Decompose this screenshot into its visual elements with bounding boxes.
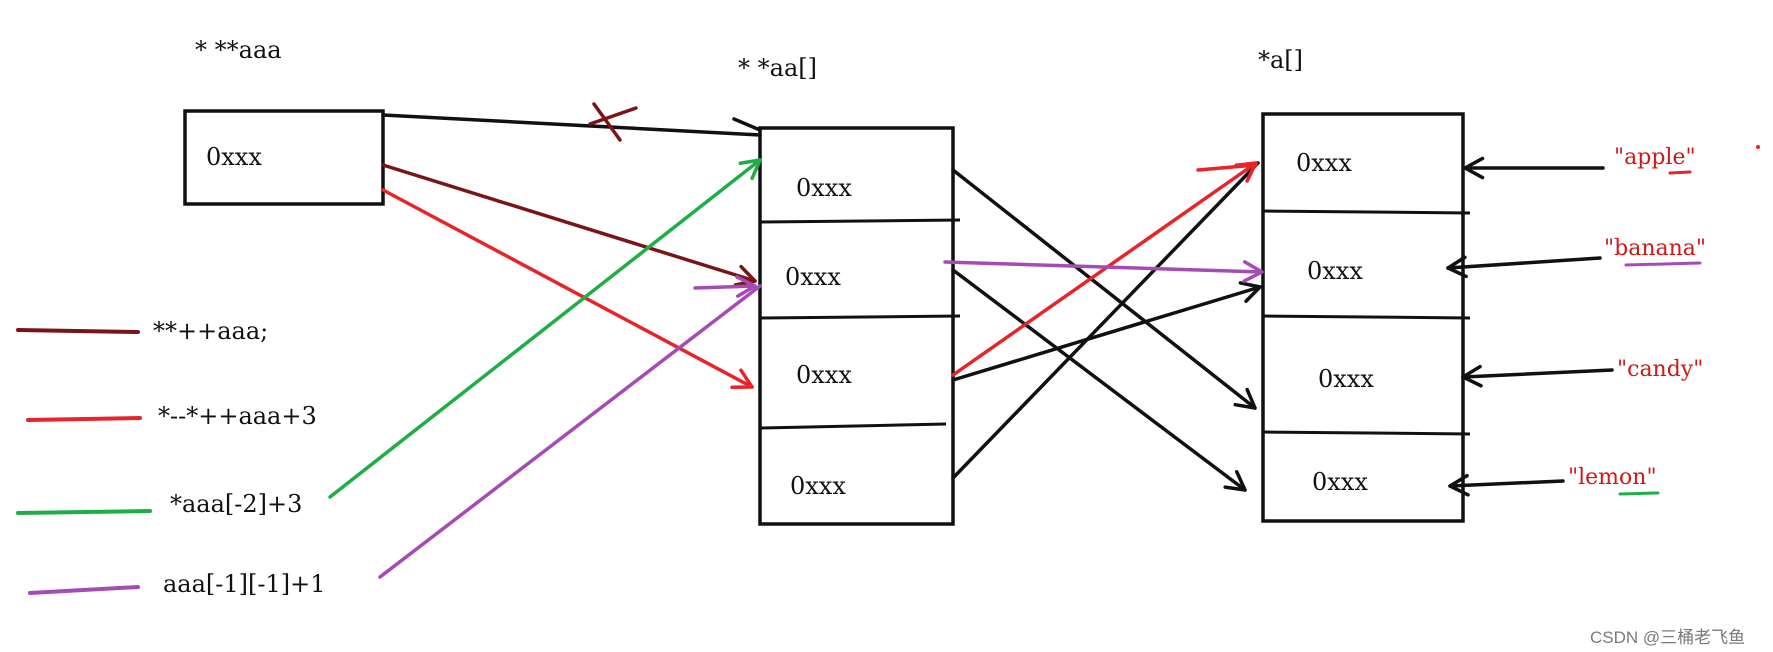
edge-purple-tick: [693, 284, 757, 290]
aa-divider-1: [759, 218, 961, 224]
edge-lemon-to-a3-arrowhead: [1448, 473, 1470, 497]
title-a: *a[]: [1258, 46, 1303, 74]
legend-label-1: *--*++aaa+3: [158, 402, 317, 430]
aa-divider-2: [759, 314, 961, 320]
string-lemon: "lemon": [1568, 465, 1657, 490]
edge-aa0-to-a2-arrowhead: [1233, 387, 1257, 410]
a-cell-0: 0xxx: [1296, 149, 1352, 177]
aaa-cell-value: 0xxx: [206, 143, 262, 171]
legend-label-2: *aaa[-2]+3: [170, 490, 302, 518]
edge-aa1-to-a3: [951, 268, 1247, 492]
edge-aa3-to-a0: [951, 161, 1260, 480]
watermark: CSDN @三桶老飞鱼: [1590, 628, 1745, 647]
edge-aa2-to-a1-arrowhead: [1238, 281, 1262, 304]
edge-candy-to-a2-arrowhead: [1461, 364, 1483, 388]
mark-lemon: [1618, 491, 1660, 496]
edge-green-to-aa0: [328, 158, 762, 499]
aa-divider-3: [759, 422, 947, 430]
a-cell-2: 0xxx: [1318, 365, 1374, 393]
edge-purple-tick-arrowhead: [735, 275, 757, 298]
aa-cell-2: 0xxx: [796, 361, 852, 389]
edge-aaa-to-aa0: [381, 113, 762, 137]
mark-apple: [1668, 170, 1692, 175]
edge-aa0-to-a2: [951, 168, 1257, 410]
legend-label-3: aaa[-1][-1]+1: [163, 570, 326, 598]
cross-mark-1: [592, 102, 622, 142]
edge-aa2-to-a1: [951, 285, 1262, 382]
aaa-box: [183, 109, 385, 206]
edge-banana-to-a1-arrowhead: [1446, 255, 1468, 279]
edge-red-aaa-to-aa2-arrowhead: [730, 368, 754, 389]
stray-dot: [1756, 145, 1760, 149]
legend-label-0: **++aaa;: [153, 317, 268, 345]
edge-green-to-aa0-arrowhead: [738, 158, 762, 181]
edge-red-aa2-to-a0: [951, 161, 1258, 377]
edges-layer: [16, 102, 1760, 595]
a-divider-3: [1262, 430, 1471, 436]
edge-darkred-aaa-to-aa1: [381, 163, 757, 283]
mark-banana: [1624, 261, 1702, 267]
string-banana: "banana": [1604, 236, 1706, 261]
legend-swatch-0: [16, 328, 140, 334]
aa-array-box: [758, 126, 955, 526]
string-candy: "candy": [1617, 357, 1703, 382]
a-divider-2: [1262, 314, 1471, 320]
cross-mark-2: [588, 106, 638, 126]
a-cell-1: 0xxx: [1307, 257, 1363, 285]
edge-purple-aa1-to-a1-arrowhead: [1242, 260, 1264, 283]
edge-darkred-aaa-to-aa1-arrowhead: [733, 264, 757, 287]
a-divider-1: [1262, 209, 1471, 215]
edge-banana-to-a1: [1446, 256, 1602, 270]
legend-swatch-1: [26, 416, 142, 422]
edge-red-tick: [1196, 163, 1258, 172]
aa-cell-1: 0xxx: [785, 263, 841, 291]
edge-purple-aa1-to-a1: [943, 260, 1264, 274]
string-apple: "apple": [1614, 145, 1696, 170]
aa-cell-3: 0xxx: [790, 472, 846, 500]
edge-aaa-tick: [732, 117, 762, 132]
a-cell-3: 0xxx: [1312, 468, 1368, 496]
edge-red-aaa-to-aa2: [381, 188, 754, 389]
edge-candy-to-a2: [1461, 368, 1614, 379]
edge-lemon-to-a3: [1448, 479, 1565, 488]
aa-cell-0: 0xxx: [796, 174, 852, 202]
title-aaa: * **aaa: [195, 36, 282, 64]
title-aa: * *aa[]: [738, 54, 817, 82]
edge-aa1-to-a3-arrowhead: [1223, 470, 1247, 492]
legend-swatch-2: [16, 509, 152, 515]
legend-swatch-3: [28, 585, 140, 595]
edge-purple-to-aa1: [378, 284, 762, 579]
edge-apple-to-a0-arrowhead: [1463, 156, 1485, 180]
